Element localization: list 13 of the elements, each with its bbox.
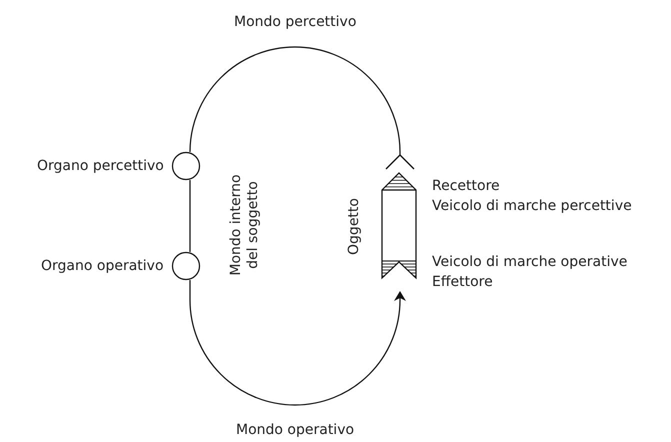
edge-label: Mondo percettivo	[234, 14, 356, 30]
edge-label: Mondo operativo	[236, 422, 354, 438]
object-label: Oggetto	[345, 198, 362, 254]
part-label: Effettore	[432, 274, 493, 290]
region-label: Mondo interno del soggetto	[228, 173, 262, 278]
part-label: Veicolo di marche percettive	[432, 198, 632, 214]
part-label: Veicolo di marche operative	[432, 254, 628, 270]
arrow	[189, 280, 406, 406]
arrow	[189, 46, 415, 170]
organ-label: Organo operativo	[41, 258, 164, 274]
connector-line	[189, 180, 191, 252]
part-label: Recettore	[432, 178, 500, 194]
organ-label: Organo percettivo	[37, 158, 164, 174]
